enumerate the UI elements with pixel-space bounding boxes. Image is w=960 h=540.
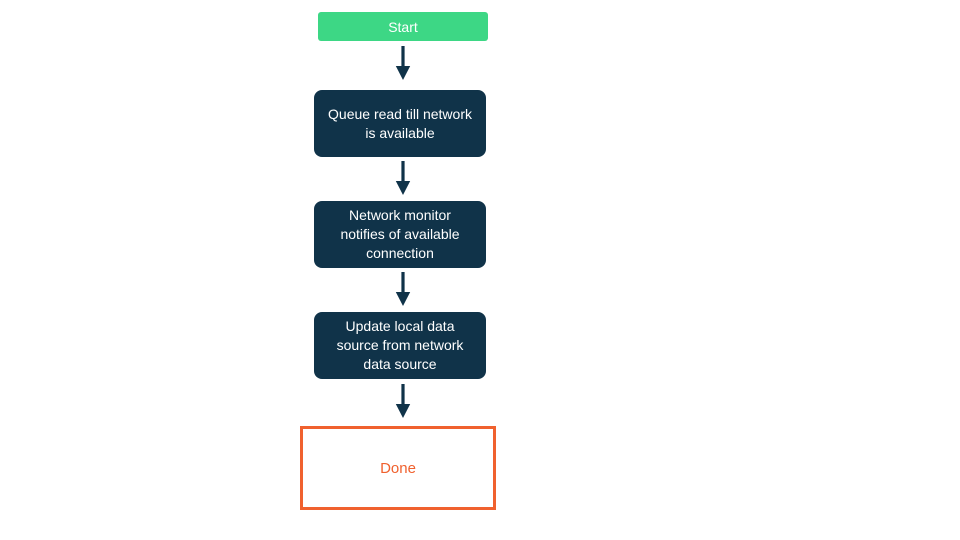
flowchart-node-network-monitor-label: Network monitor notifies of available co… — [340, 207, 460, 261]
arrow-down-icon — [395, 384, 411, 418]
flowchart-node-update-local: Update local data source from network da… — [314, 312, 486, 379]
arrow-down-icon — [395, 272, 411, 306]
flowchart-node-network-monitor: Network monitor notifies of available co… — [314, 201, 486, 268]
flowchart-node-start-label: Start — [388, 18, 418, 35]
flowchart-node-queue-read: Queue read till network is available — [314, 90, 486, 157]
flowchart-node-update-local-label: Update local data source from network da… — [336, 318, 464, 372]
arrow-down-icon — [395, 46, 411, 80]
flowchart-node-done-label: Done — [380, 459, 416, 477]
flowchart-node-done: Done — [300, 426, 496, 510]
arrow-down-icon — [395, 161, 411, 195]
flowchart-node-queue-read-label: Queue read till network is available — [328, 105, 472, 141]
flowchart-node-start: Start — [318, 12, 488, 41]
